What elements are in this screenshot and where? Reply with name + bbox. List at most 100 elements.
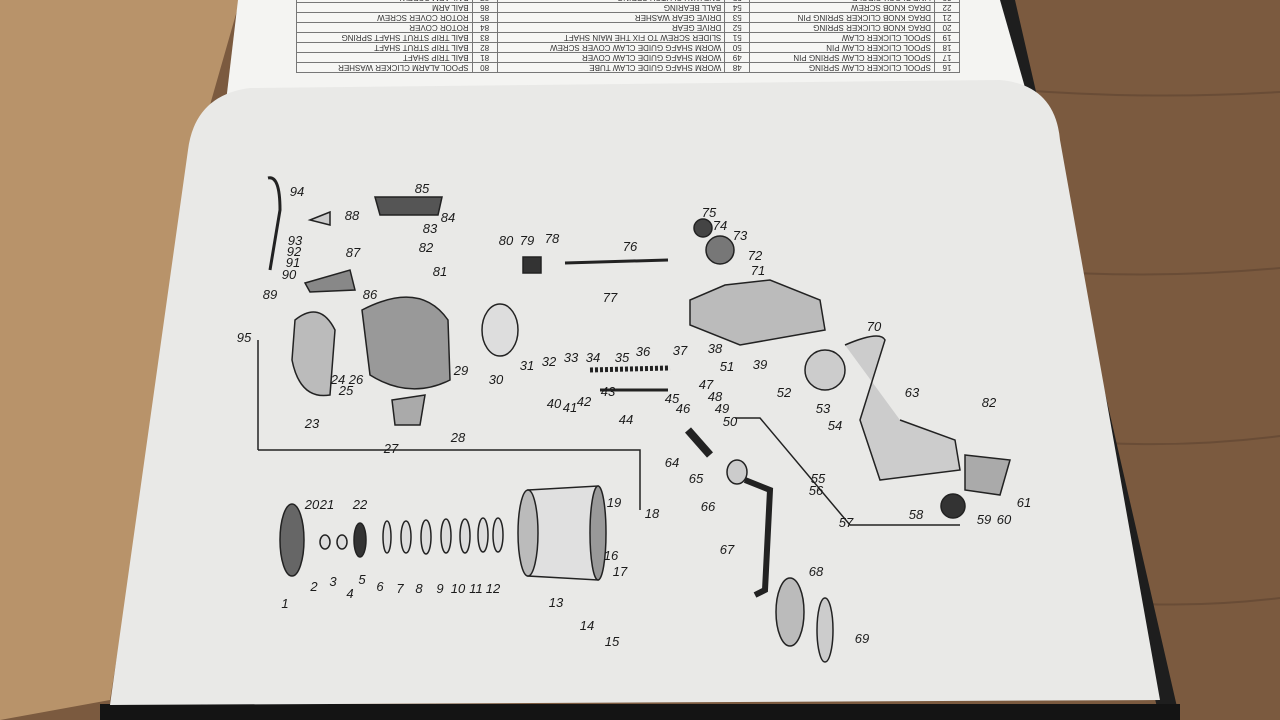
rotor-part [361, 296, 451, 390]
part-number-cell: 85 [472, 12, 498, 23]
part-number-label: 11 [469, 581, 483, 596]
pinion-part [693, 218, 713, 238]
part-number-label: 46 [676, 401, 691, 416]
part-number-label: 80 [499, 233, 514, 248]
part-number-label: 51 [720, 359, 734, 374]
part-number-label: 3 [329, 574, 337, 589]
part-number-label: 92 [287, 244, 302, 259]
part-number-label: 19 [607, 495, 621, 510]
part-number-label: 72 [748, 248, 763, 263]
part-number-label: 93 [288, 233, 303, 248]
part-name-cell: ROTOR COVER SCREW [296, 12, 473, 23]
handle-arm-part [743, 477, 774, 598]
part-number-label: 41 [563, 400, 577, 415]
part-number-label: 27 [383, 441, 399, 456]
part-number-label: 82 [982, 395, 997, 410]
bail-trip-part [391, 394, 426, 426]
spool-front-lip [517, 489, 539, 577]
clicker-gear-part [522, 256, 542, 274]
part-name-cell: DRAG KNOB SCREW [749, 2, 935, 13]
part-number-label: 10 [451, 581, 466, 596]
part-number-label: 60 [997, 512, 1012, 527]
part-number-label: 43 [601, 384, 616, 399]
part-name-cell: BAIL TRIP STRUT SHAFT SPRING [296, 32, 473, 43]
part-number-label: 9 [436, 581, 443, 596]
part-number-label: 14 [580, 618, 594, 633]
part-number-label: 12 [486, 581, 501, 596]
part-number-cell: 51 [724, 32, 750, 43]
part-number-cell: 81 [472, 52, 498, 63]
exploded-reel-diagram [257, 176, 1011, 663]
part-name-cell: BAIL TRIP SHAFT [296, 52, 473, 63]
part-number-label: 21 [319, 497, 334, 512]
part-number-label: 64 [665, 455, 679, 470]
part-number-label: 66 [701, 499, 716, 514]
part-name-cell: WORM SHAFG GUIDE CLAW COVER SCREW [497, 42, 725, 53]
part-number-label: 55 [811, 471, 826, 486]
part-name-cell: WORM SHAFG GUIDE CLAW TUBE [497, 62, 725, 73]
part-name-cell: DRIVE GEAR [497, 22, 725, 33]
reel-body-part [689, 279, 826, 346]
part-number-label: 73 [733, 228, 748, 243]
part-number-cell: 48 [724, 62, 750, 73]
part-number-label: 5 [358, 572, 366, 587]
part-number-label: 85 [415, 181, 430, 196]
part-number-label: 59 [977, 512, 991, 527]
rear-cover-part [964, 454, 1011, 496]
part-number-label: 50 [723, 414, 738, 429]
part-number-cell: 83 [472, 32, 498, 43]
diagram-sheet [110, 80, 1160, 705]
part-name-cell: SPOOL CLICKER CLAW SPRING [749, 62, 935, 73]
part-number-cell: 50 [724, 42, 750, 53]
part-number-label: 2 [309, 579, 318, 594]
cardboard-box [0, 0, 240, 720]
part-number-label: 8 [415, 581, 423, 596]
part-number-cell: 54 [724, 2, 750, 13]
bearing-part [940, 493, 966, 519]
part-number-label: 26 [348, 372, 364, 387]
part-number-label: 16 [604, 548, 619, 563]
part-number-label: 82 [419, 240, 434, 255]
part-number-cell: 21 [934, 12, 960, 23]
part-number-label: 23 [304, 416, 320, 431]
part-number-label: 45 [665, 391, 680, 406]
part-number-label: 48 [708, 389, 723, 404]
part-number-label: 70 [867, 319, 882, 334]
part-number-label: 88 [345, 208, 360, 223]
part-number-label: 18 [645, 506, 660, 521]
part-name-cell: SPOOL CLICKER CLAW PIN [749, 42, 935, 53]
part-number-label: 87 [346, 245, 361, 260]
drag-washers [319, 517, 504, 558]
rotor-nut-part [705, 235, 735, 265]
part-number-label: 32 [542, 354, 557, 369]
part-number-label: 44 [619, 412, 633, 427]
drive-gear-part [804, 349, 846, 391]
part-number-label: 4 [346, 586, 353, 601]
part-number-cell: 49 [724, 52, 750, 63]
part-name-cell: SLIDER SCREW TO FIX THE MAIN SHAFT [497, 32, 725, 43]
part-name-cell: WORM SHAFG GUIDE CLAW COVER [497, 52, 725, 63]
part-number-label: 42 [577, 394, 592, 409]
part-name-cell: DRIVE GEAR WASHER [497, 12, 725, 23]
part-number-cell: 84 [472, 22, 498, 33]
part-number-label: 83 [423, 221, 438, 236]
spool-rear-lip [589, 485, 607, 581]
part-number-label: 6 [376, 579, 384, 594]
leader-line-handle [735, 417, 960, 526]
part-number-cell: 53 [724, 12, 750, 23]
part-number-label: 53 [816, 401, 831, 416]
part-number-label: 56 [809, 483, 824, 498]
bail-arm-part [303, 269, 356, 293]
part-number-label: 1 [281, 596, 288, 611]
part-number-label: 90 [282, 267, 297, 282]
part-number-label: 84 [441, 210, 455, 225]
part-name-cell: SPOOL CLICKER CLAW SPRING PIN [749, 52, 935, 63]
part-name-cell: SPOOL CLICKER CLAW [749, 32, 935, 43]
part-number-cell: 20 [934, 22, 960, 33]
handle-collar-part [726, 459, 748, 485]
part-number-cell: 82 [472, 42, 498, 53]
